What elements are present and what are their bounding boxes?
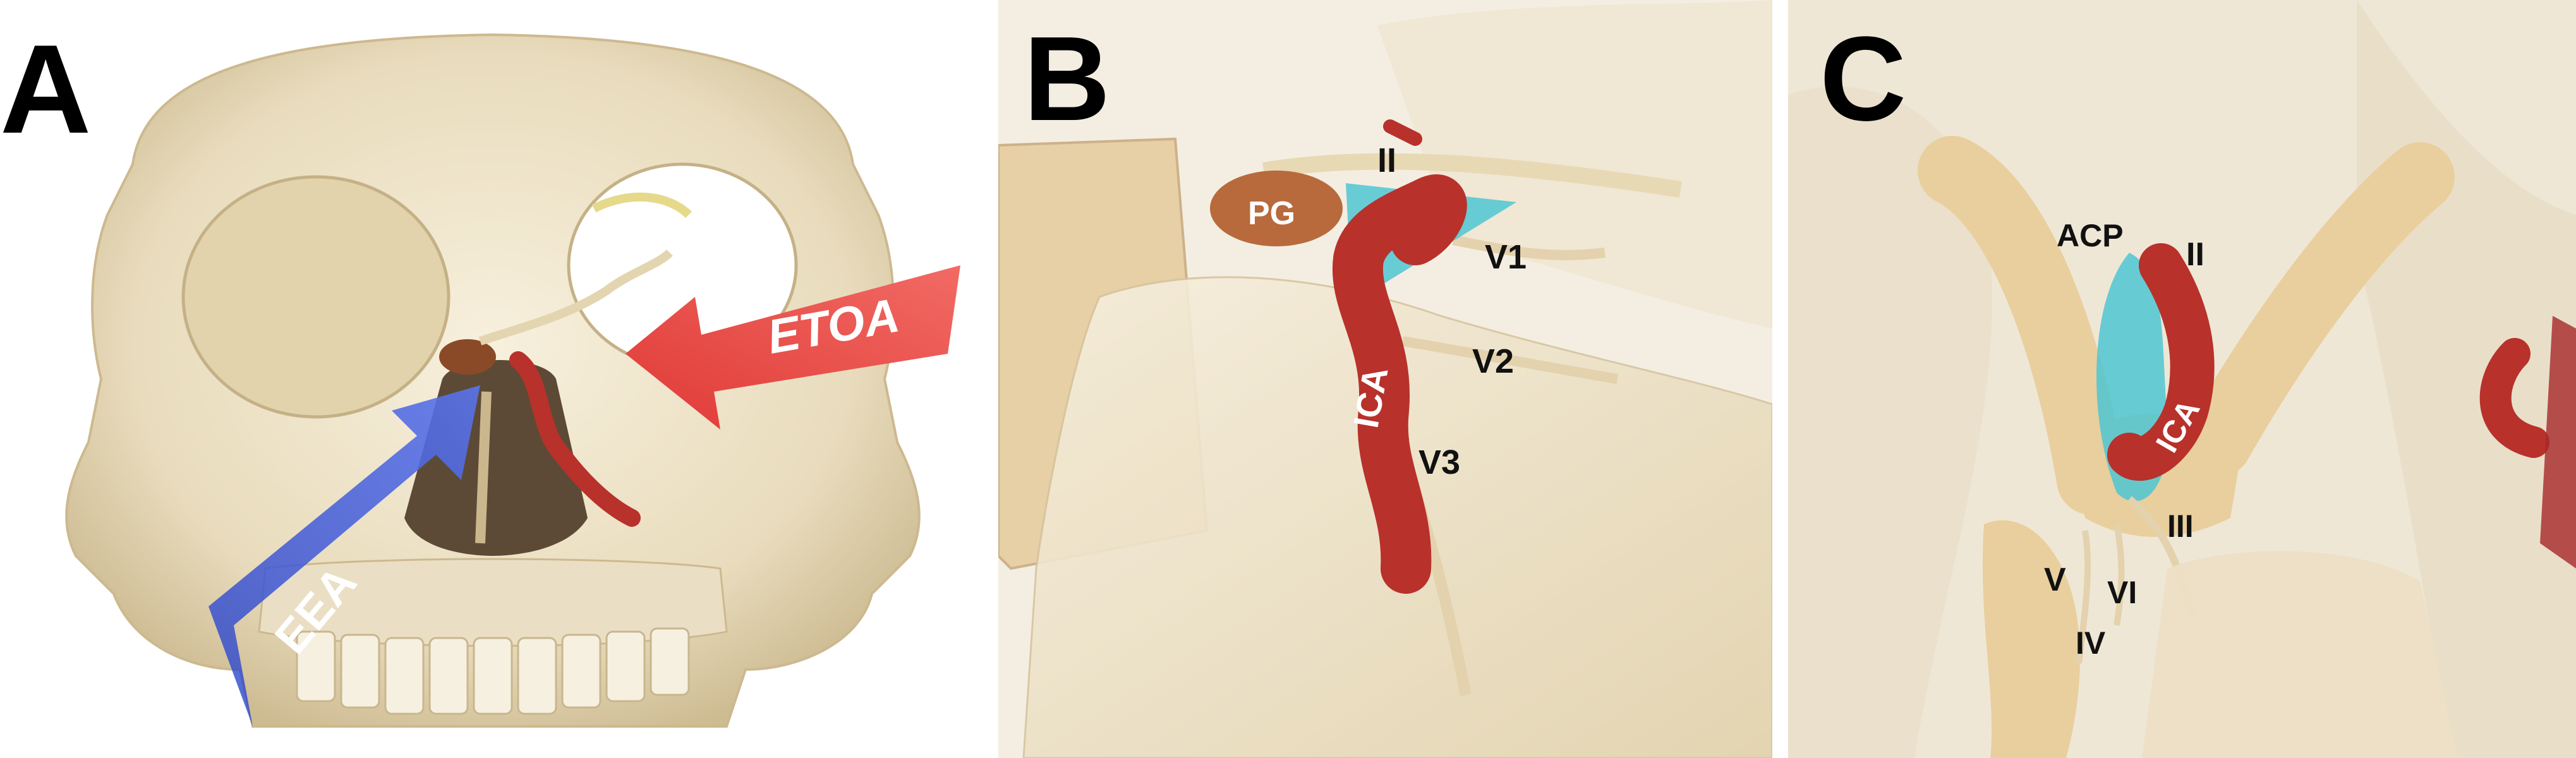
optic-nerve	[478, 249, 673, 346]
label-v3: V3	[1418, 443, 1460, 481]
cranial-vault	[1377, 0, 1772, 328]
brainstem	[2142, 551, 2458, 758]
teeth	[296, 627, 690, 715]
panel-c-superior-view: ICA ACP II III V VI IV C	[1788, 0, 2576, 758]
panel-b-illustration: PG ICA II V1 V2 V3 B	[998, 0, 1772, 758]
label-acp: ACP	[2057, 218, 2124, 253]
panel-letter-c: C	[1820, 12, 1906, 146]
label-v1: V1	[1485, 238, 1527, 276]
panel-divider	[983, 0, 986, 758]
nerve-vi	[2113, 524, 2125, 626]
internal-carotid-artery	[1332, 174, 1467, 594]
nerve-v2	[1401, 336, 1619, 384]
internal-carotid-artery-left	[2479, 338, 2549, 458]
eea-arrow	[209, 385, 480, 726]
pituitary-gland	[439, 339, 496, 375]
label-v2: V2	[1472, 342, 1514, 380]
panel-letter-a: A	[0, 19, 91, 160]
pituitary-gland	[1210, 171, 1343, 246]
panel-a-illustration: EEA ETOA A	[0, 19, 960, 728]
trigeminal-nerve	[1982, 520, 2081, 758]
nerve-iv	[2076, 530, 2091, 664]
panel-a-skull-anterior-view: EEA ETOA A	[0, 0, 983, 758]
nerve-v1	[1452, 235, 1605, 260]
etoa-arrow	[626, 265, 960, 430]
optic-nerve-ii	[1262, 153, 1682, 198]
label-iii: III	[2167, 508, 2194, 544]
panel-c-illustration: ICA ACP II III V VI IV C	[1788, 0, 2576, 758]
panel-divider	[1772, 0, 1788, 758]
label-iv: IV	[2076, 625, 2106, 661]
label-ii: II	[1377, 141, 1396, 179]
optic-nerve-right	[1918, 136, 2126, 515]
label-v: V	[2044, 562, 2066, 598]
panel-b-lateral-view: PG ICA II V1 V2 V3 B	[998, 0, 1772, 758]
internal-carotid-artery-right	[2107, 243, 2215, 481]
right-orbit	[181, 175, 450, 419]
label-pg: PG	[1248, 195, 1295, 232]
label-vi: VI	[2107, 575, 2137, 610]
panel-letter-b: B	[1024, 12, 1110, 146]
label-ii: II	[2186, 236, 2204, 273]
optic-nerve-left	[2183, 142, 2455, 477]
internal-carotid-artery	[509, 351, 641, 527]
